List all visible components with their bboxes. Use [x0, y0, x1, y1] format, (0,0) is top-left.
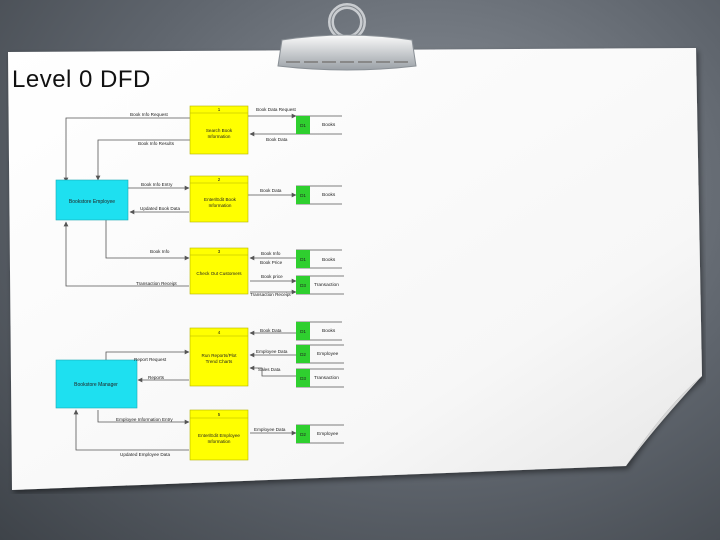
process-label-line: Enter/Edit Employee: [198, 433, 240, 438]
store-id: D3: [300, 376, 306, 381]
process-number: 2: [218, 177, 221, 182]
entity-label: Bookstore Employee: [69, 199, 115, 205]
entity-bookstore-employee: Bookstore Employee: [55, 179, 129, 221]
flow-label-book-data-2: Book Data: [260, 188, 282, 193]
flow-label-book-data-4: Book Data: [260, 328, 282, 333]
process-label-line: Information: [208, 134, 231, 139]
process-label-line: Search Book: [206, 128, 233, 133]
process-label-line: Enter/Edit Book: [204, 197, 237, 202]
store-name: Employee: [317, 431, 339, 437]
flow-label-book-price-2: Book price: [261, 274, 283, 279]
data-store-employee-2: D2 Employee: [296, 424, 344, 444]
process-number: 3: [218, 249, 221, 254]
store-name: Books: [322, 192, 336, 198]
flow-label-report-request: Report Request: [134, 357, 167, 362]
flow-label-book-info-entry: Book Info Entry: [141, 182, 173, 187]
flow-employee-information-entry-line: [97, 410, 190, 425]
flow-label-book-info-results: Book Info Results: [138, 141, 175, 146]
binder-clip-icon: [277, 3, 417, 71]
data-store-transaction-2: D3 Transaction: [296, 368, 344, 388]
process-label-line: Run Reports/Plot: [202, 353, 238, 358]
flow-label-employee-data: Employee Data: [256, 349, 288, 354]
store-name: Transaction: [314, 282, 339, 288]
process-label-line: Trend Charts: [206, 359, 233, 364]
flow-lines: [63, 113, 297, 451]
data-store-books-4: D1 Books: [296, 321, 342, 341]
store-name: Books: [322, 257, 336, 263]
flow-label-transaction-receipt-store: Transaction Receipt: [250, 292, 291, 297]
data-store-books-1: D1 Books: [296, 115, 342, 135]
store-name: Books: [322, 122, 336, 128]
flow-label-book-data-1: Book Data: [266, 137, 288, 142]
store-id: D2: [300, 432, 306, 437]
process-number: 4: [218, 330, 221, 335]
flow-book-info-results-line: [95, 139, 190, 181]
flow-label-reports: Reports: [148, 375, 165, 380]
store-id: D1: [300, 329, 306, 334]
paper-sheet: [6, 46, 706, 494]
process-number: 5: [218, 412, 221, 417]
flow-label-book-info-store: Book Info: [261, 251, 281, 256]
paper-background: [8, 48, 702, 490]
flow-label-employee-information-entry: Employee Information Entry: [116, 417, 173, 422]
process-label-line: Information: [209, 203, 232, 208]
data-store-books-2: D1 Books: [296, 185, 342, 205]
process-number: 1: [218, 107, 221, 112]
flow-book-info-request-line: [63, 117, 190, 183]
process-label-line: Check Out Customers: [196, 271, 242, 276]
entity-bookstore-manager: Bookstore Manager: [55, 359, 138, 409]
store-name: Books: [322, 328, 336, 334]
entity-label: Bookstore Manager: [74, 382, 118, 388]
slide-title: Level 0 DFD: [12, 66, 151, 93]
store-id: D2: [300, 352, 306, 357]
process-4: 4 Run Reports/Plot Trend Charts: [189, 327, 249, 387]
data-store-books-3: D1 Books: [296, 249, 342, 269]
flow-labels: Book Info Request Book Info Results Book…: [116, 107, 297, 457]
process-3: 3 Check Out Customers: [189, 247, 249, 295]
flow-label-book-price: Book Price: [260, 260, 283, 265]
store-id: D1: [300, 193, 306, 198]
flow-book-info-3-line: [105, 220, 190, 261]
flow-label-transaction-receipt: Transaction Receipt: [136, 281, 177, 286]
flow-label-book-data-request: Book Data Request: [256, 107, 297, 112]
flow-label-employee-data-5: Employee Data: [254, 427, 286, 432]
store-id: D1: [300, 123, 306, 128]
flow-transaction-receipt-line: [63, 221, 189, 287]
process-2: 2 Enter/Edit Book Information: [189, 175, 249, 223]
data-store-transaction-1: D3 Transaction: [296, 275, 344, 295]
process-label-line: Information: [208, 439, 231, 444]
flow-label-updated-book-data: Updated Book Data: [140, 206, 181, 211]
flow-updated-employee-data-line: [73, 409, 189, 451]
process-1: 1 Search Book Information: [189, 105, 249, 155]
store-id: D1: [300, 257, 306, 262]
data-store-employee-1: D2 Employee: [296, 344, 344, 364]
flow-label-book-info-3: Book Info: [150, 249, 170, 254]
flow-label-updated-employee-data: Updated Employee Data: [120, 452, 170, 457]
flow-label-book-info-request: Book Info Request: [130, 112, 169, 117]
flow-report-request-line: [105, 349, 190, 360]
store-id: D3: [300, 283, 306, 288]
store-name: Employee: [317, 351, 339, 357]
flow-label-sales-data: Sales Data: [258, 367, 281, 372]
process-5: 5 Enter/Edit Employee Information: [189, 409, 249, 461]
flow-sales-data-line: [249, 365, 296, 377]
store-name: Transaction: [314, 375, 339, 381]
